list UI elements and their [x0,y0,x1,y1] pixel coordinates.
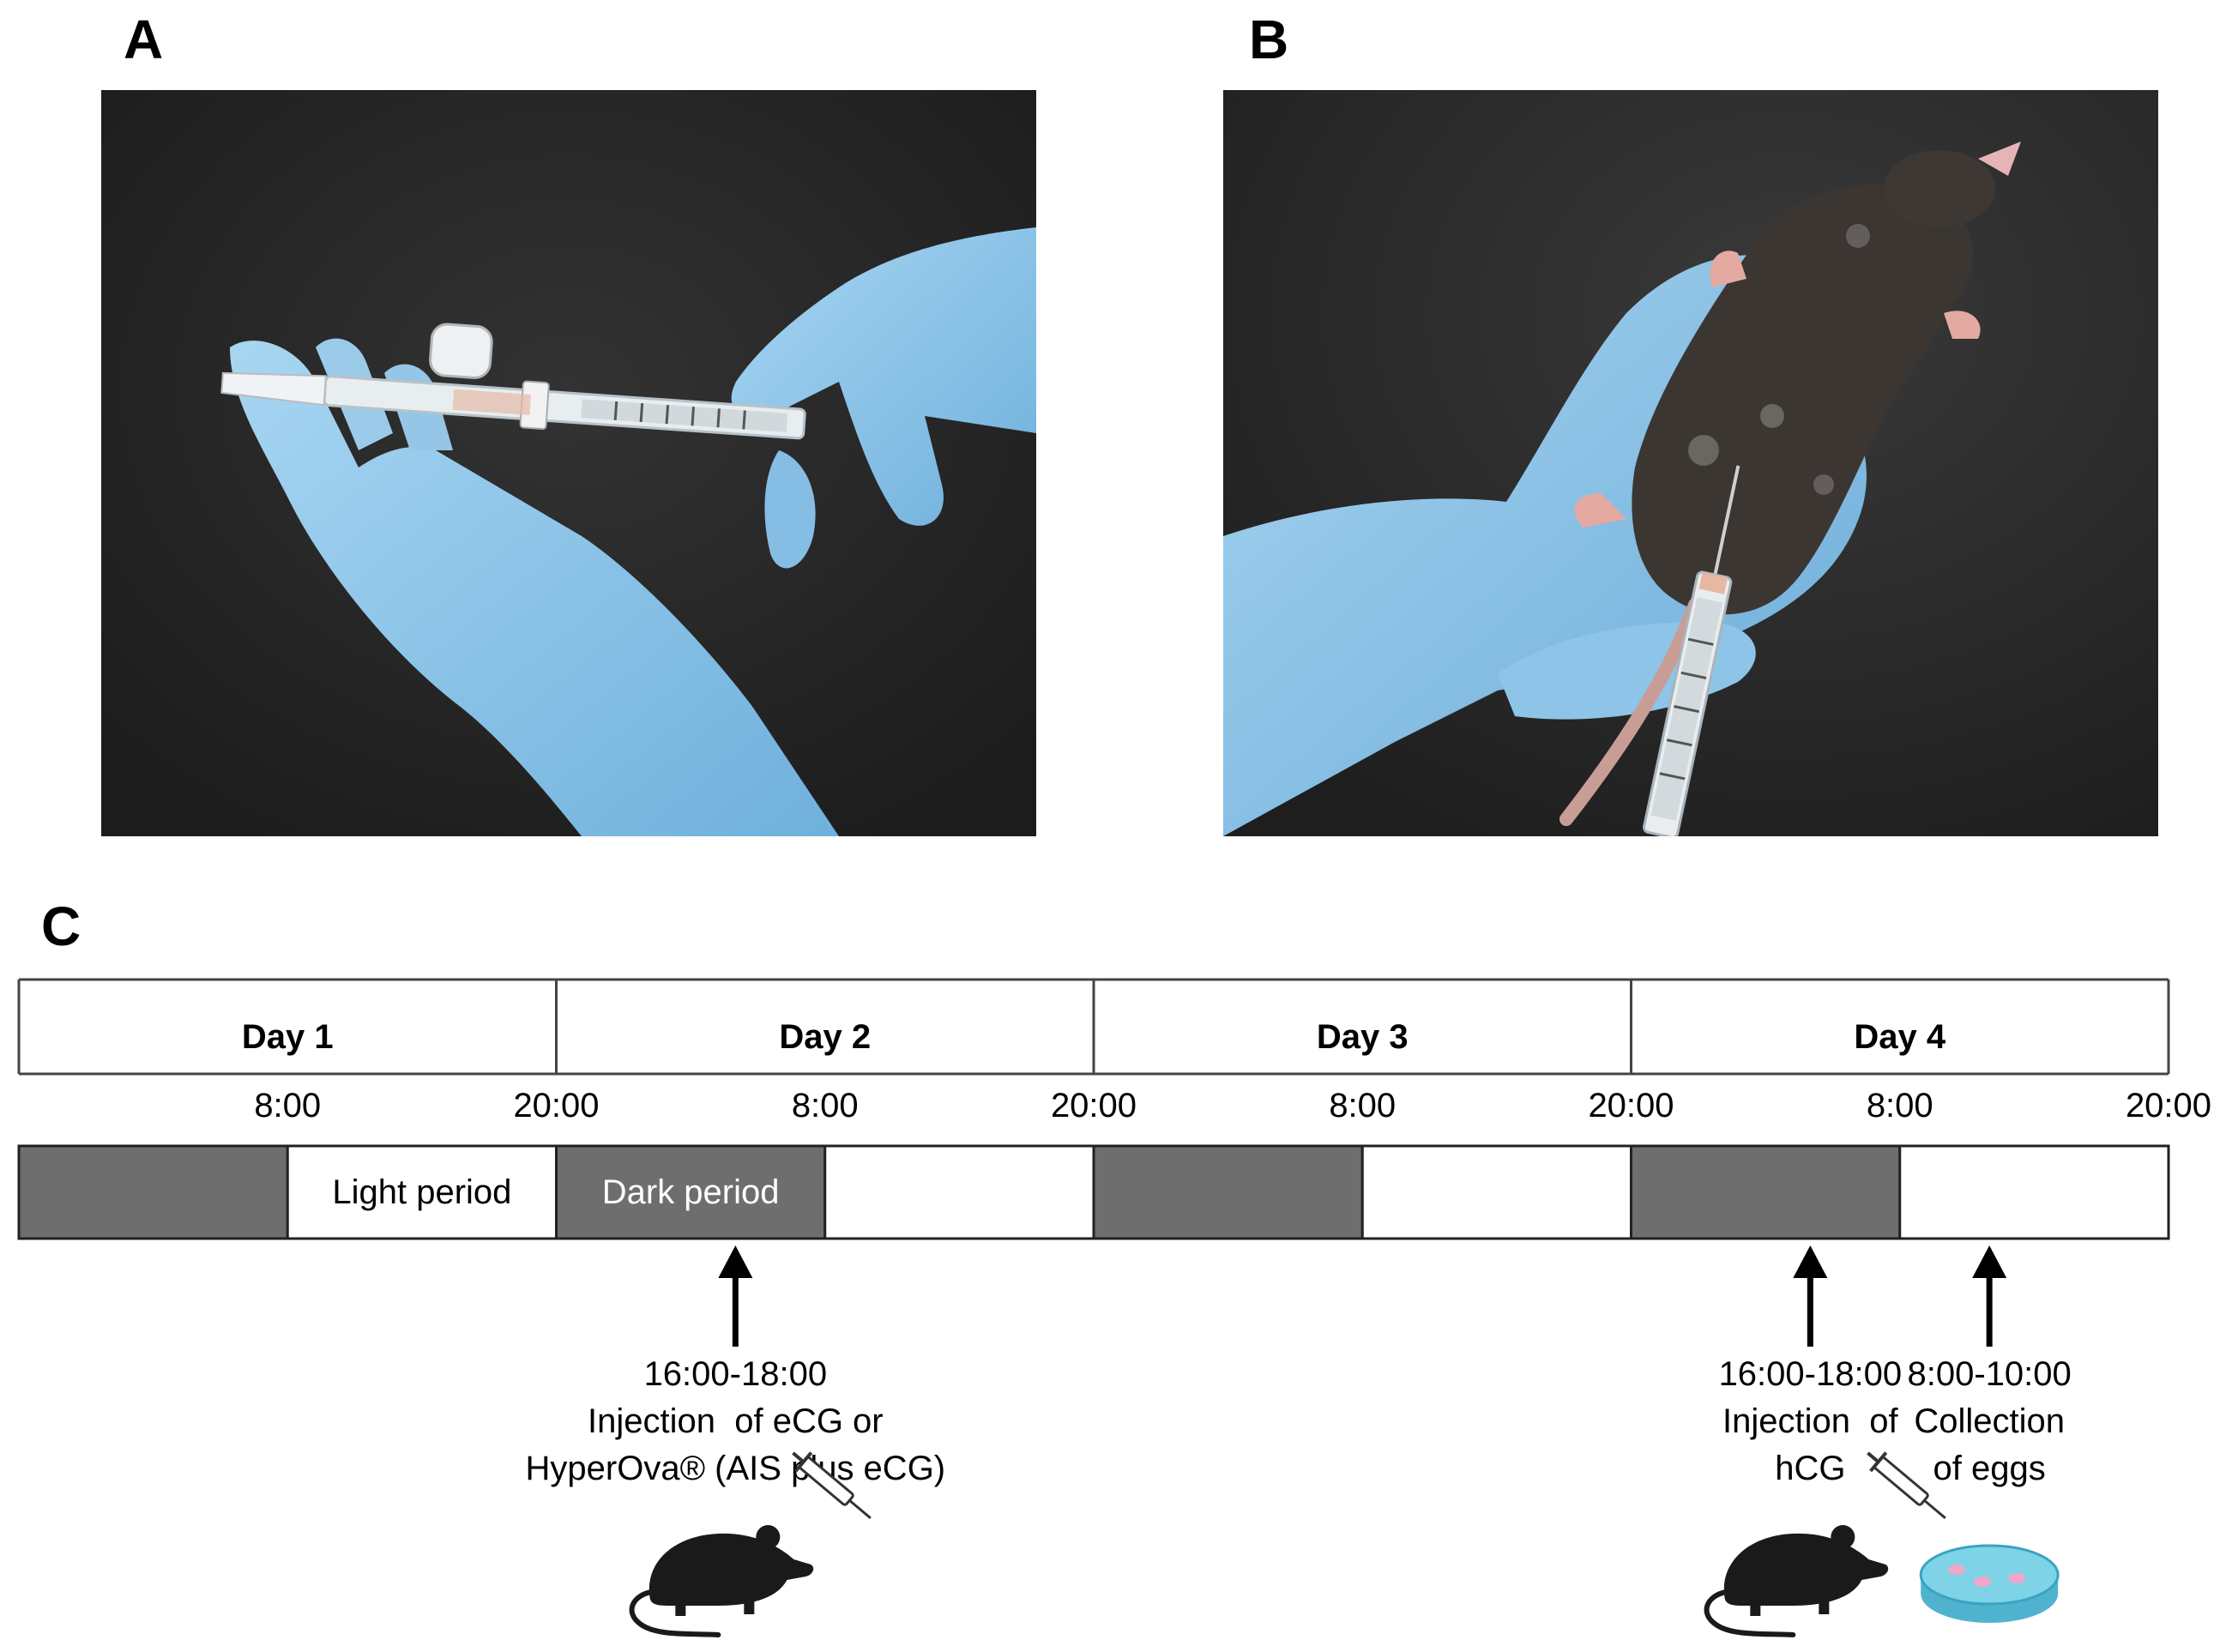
event-arrow-head [1972,1245,2007,1278]
period-segment-7-light [1898,1144,2170,1240]
dark-period-label: Dark period [602,1173,780,1211]
panel-label-b: B [1249,9,1289,70]
mouse-icon [1704,1451,1946,1637]
period-segment-6-dark [1630,1144,1902,1240]
petri-dish-icon [1919,1544,2060,1623]
event-text-line: 8:00-10:00 [1908,1355,2072,1393]
event-text-line: Injection of eCG or [588,1402,884,1440]
syringe-icon [1867,1451,1946,1520]
time-label-3: 20:00 [1051,1087,1137,1124]
event-text-line: of eggs [1933,1450,2046,1487]
event-text-line: 16:00-18:00 [644,1355,828,1393]
light-period-label: Light period [332,1173,511,1211]
day-label-2: Day 2 [779,1018,871,1056]
event-arrow-head [1793,1245,1828,1278]
mouse-icon [629,1451,872,1637]
photo-a-gloved-hands-syringe [101,90,1036,836]
time-label-6: 8:00 [1867,1087,1933,1124]
period-segment-2-dark [555,1144,827,1240]
day-label-3: Day 3 [1317,1018,1409,1056]
syringe-icon [792,1451,872,1520]
time-label-5: 20:00 [1588,1087,1674,1124]
time-labels: 8:00 20:00 8:00 20:00 8:00 20:00 8:00 20:00 [254,1087,2211,1124]
light-dark-period-bar: Light period Dark period [17,1144,2170,1240]
event-text-line: Collection [1914,1402,2065,1440]
event-arrow-head [718,1245,753,1278]
gloved-hands-syringe-icon [101,90,1036,836]
time-label-2: 8:00 [792,1087,859,1124]
period-segment-5-light [1360,1144,1632,1240]
time-label-7: 20:00 [2126,1087,2211,1124]
panel-label-a: A [124,9,164,70]
time-label-4: 8:00 [1329,1087,1396,1124]
day-label-1: Day 1 [242,1018,334,1056]
period-segment-1-light [286,1144,558,1240]
panel-label-c: C [41,895,81,957]
event-text-line: 16:00-18:00 [1719,1355,1903,1393]
day-label-4: Day 4 [1854,1018,1945,1056]
time-label-0: 8:00 [254,1087,321,1124]
period-segment-3-light [823,1144,1095,1240]
period-segment-0-dark [17,1144,289,1240]
time-label-1: 20:00 [513,1087,599,1124]
event-text-line: HyperOva® (AIS plus eCG) [526,1450,946,1487]
event-text-line: hCG [1775,1450,1845,1487]
event-text-line: Injection of [1722,1402,1898,1440]
mouse-injection-icon [1223,90,2158,836]
day-header-row: Day 1 Day 2 Day 3 Day 4 [17,978,2170,1076]
period-segment-4-dark [1092,1144,1364,1240]
photo-b-mouse-injection [1223,90,2158,836]
